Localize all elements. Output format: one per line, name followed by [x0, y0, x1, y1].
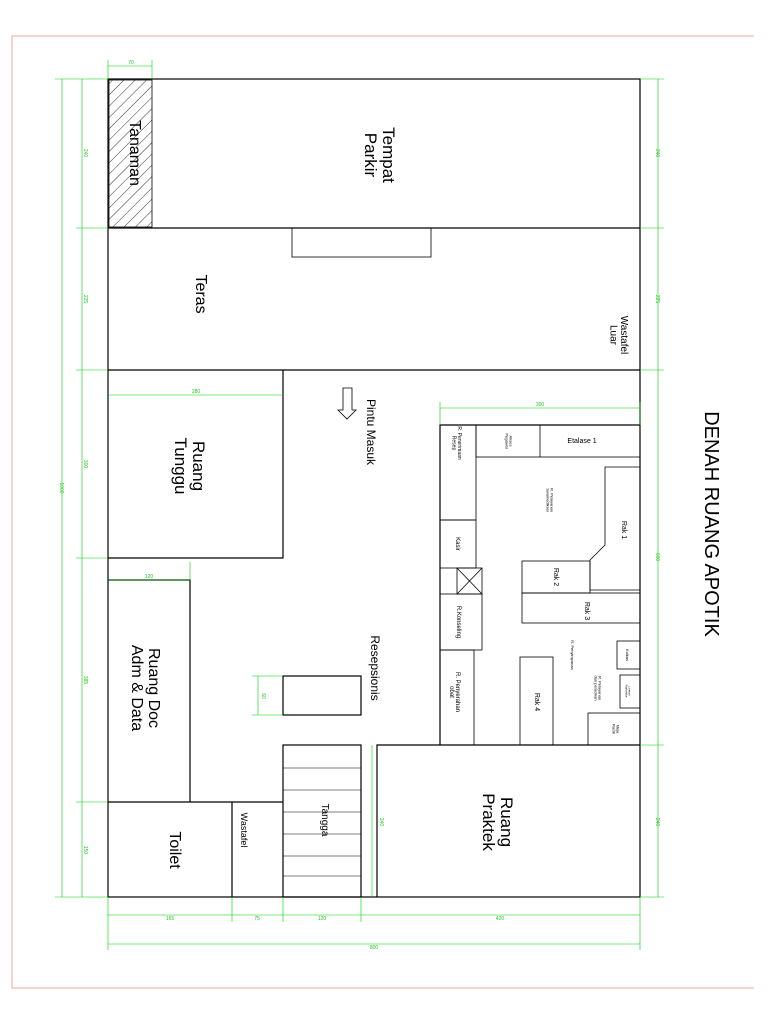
tanaman-hatch	[108, 79, 153, 228]
dim-praktek-stair: 240	[378, 818, 384, 827]
room-tanaman: Tanaman	[126, 120, 143, 186]
room-toilet: Toilet	[166, 831, 183, 869]
room-tangga: Tangga	[319, 804, 330, 837]
room-pintu-masuk: Pintu Masuk	[364, 399, 378, 466]
dim-left-1: 240	[82, 149, 88, 158]
label-rak-4: Rak 4	[533, 693, 540, 711]
dim-left-5: 150	[82, 846, 88, 855]
label-r-penyerahan-obat: R. Penyerahanobat	[448, 672, 460, 712]
dim-apotik: 300	[536, 402, 545, 408]
dim-bottom-toilet: 165	[166, 916, 175, 922]
label-kulkas: Kulkas	[625, 649, 630, 661]
dim-right-1: 240	[654, 149, 660, 158]
room-tempat-parkir: TempatParkir	[361, 127, 398, 183]
room-ruang-praktek: RuangPraktek	[479, 793, 516, 851]
dim-doc: 120	[145, 574, 154, 580]
dim-bottom-total: 800	[370, 945, 379, 951]
room-teras: Teras	[192, 274, 209, 313]
dimension-lines	[55, 60, 664, 950]
room-wastafel-luar: WastafelLuar	[607, 316, 629, 355]
dim-bottom-praktek: 420	[496, 916, 505, 922]
room-ruang-doc: Ruang DocAdm & Data	[128, 645, 162, 731]
room-ruang-tunggu: RuangTunggu	[171, 437, 208, 494]
dim-top-tanaman: 70	[128, 60, 134, 66]
room-resepsionis: Resepsionis	[368, 635, 382, 700]
sheet-border	[11, 35, 754, 989]
dim-left-4: 385	[82, 676, 88, 685]
label-r-penyimpanan: R. Penyimpanan	[570, 640, 575, 670]
dim-bottom-wastafel: 75	[254, 916, 260, 922]
label-meja-racik: MejaRacik	[612, 724, 621, 734]
label-rak-3: Rak 3	[583, 602, 590, 620]
page-title: DENAH RUANG APOTIK	[700, 411, 722, 637]
label-r-konseling: R.Konseling	[455, 606, 461, 638]
label-lemari-narkotika: LemariNarkotika	[624, 685, 631, 698]
label-r-pelayanan-peracikan: R. Pelayanandan peracikan	[594, 675, 603, 700]
label-etalase-1: Etalase 1	[567, 438, 596, 445]
door-arrow-icon	[337, 387, 357, 420]
dim-left-2: 225	[82, 295, 88, 304]
label-rak-2: Rak 2	[552, 568, 559, 586]
dim-right-3: 600	[654, 553, 660, 562]
stair-treads	[283, 767, 361, 877]
room-wastafel: Wastafel	[239, 813, 249, 848]
label-akses-pegawai: AksesPegawai	[505, 433, 514, 448]
dim-resepsionis-depth: 60	[260, 693, 266, 699]
dim-tunggu: 280	[192, 389, 201, 395]
label-r-pelayanan-swamedikasi: R. PelayananSwamedikasi	[546, 488, 555, 512]
label-kasir: Kasir	[454, 537, 460, 551]
dim-bottom-tangga: 120	[318, 916, 327, 922]
label-rak-1: Rak 1	[620, 521, 627, 539]
dim-left-total: 1000	[58, 482, 64, 493]
dim-right-4: 240	[654, 818, 660, 827]
dim-right-2: 225	[654, 295, 660, 304]
dim-left-3: 300	[82, 460, 88, 469]
label-r-penerimaan-resep: R. PenerimaanResep	[451, 426, 462, 460]
